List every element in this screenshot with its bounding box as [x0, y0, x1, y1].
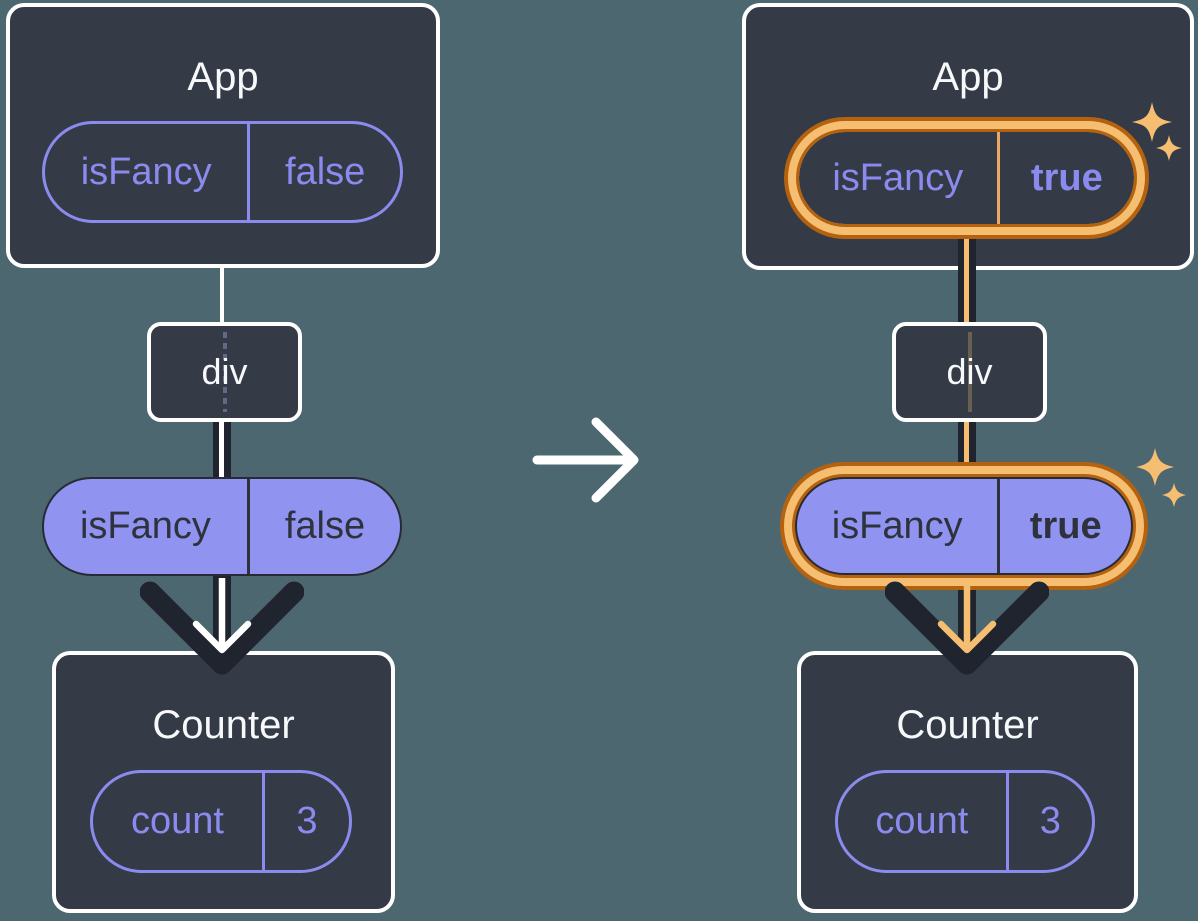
pill-divider [996, 132, 1000, 224]
state-pill-counter-before: count 3 [90, 770, 352, 873]
transition-arrow-icon [532, 417, 639, 503]
prop-value: true [1029, 504, 1102, 547]
sparkle-icon [1132, 102, 1182, 161]
pill-divider [997, 479, 1001, 573]
sparkle-icon [1136, 448, 1186, 507]
prop-flow-core [219, 422, 224, 480]
state-name: isFancy [832, 156, 964, 199]
prop-flow-core [964, 232, 969, 326]
pill-divider [1005, 773, 1009, 870]
state-name: count [875, 800, 969, 842]
prop-flow-core [964, 422, 969, 480]
prop-arrowhead [140, 578, 304, 675]
app-title: App [187, 55, 259, 99]
app-card-after: App [742, 3, 1194, 270]
prop-name: isFancy [79, 505, 211, 547]
state-pill-counter-after: count 3 [835, 770, 1095, 873]
state-pill-app-before: isFancy false [42, 121, 403, 223]
div-label: div [201, 351, 248, 392]
state-pill-app-after: isFancy true [799, 132, 1134, 224]
prop-pill-after: isFancy true [795, 477, 1133, 575]
tree-edge-app-div [220, 264, 224, 326]
state-value: false [285, 150, 366, 193]
div-label: div [946, 351, 993, 392]
app-title: App [932, 55, 1004, 99]
prop-value: false [284, 505, 366, 547]
state-value: true [1030, 156, 1103, 199]
state-name: isFancy [80, 150, 212, 193]
div-node-before: div [147, 322, 302, 422]
state-value: 3 [296, 800, 318, 842]
prop-arrowhead [885, 578, 1049, 675]
hidden-flow-line [222, 332, 227, 412]
counter-title: Counter [152, 703, 295, 747]
prop-name: isFancy [831, 504, 963, 547]
pill-divider [246, 479, 250, 574]
state-name: count [130, 800, 224, 842]
hidden-flow-line [967, 332, 972, 412]
counter-title: Counter [896, 703, 1039, 747]
state-value: 3 [1039, 800, 1061, 842]
pill-divider [261, 773, 265, 870]
div-node-after: div [892, 322, 1047, 422]
pill-divider [247, 124, 251, 220]
prop-pill-before: isFancy false [42, 477, 402, 576]
